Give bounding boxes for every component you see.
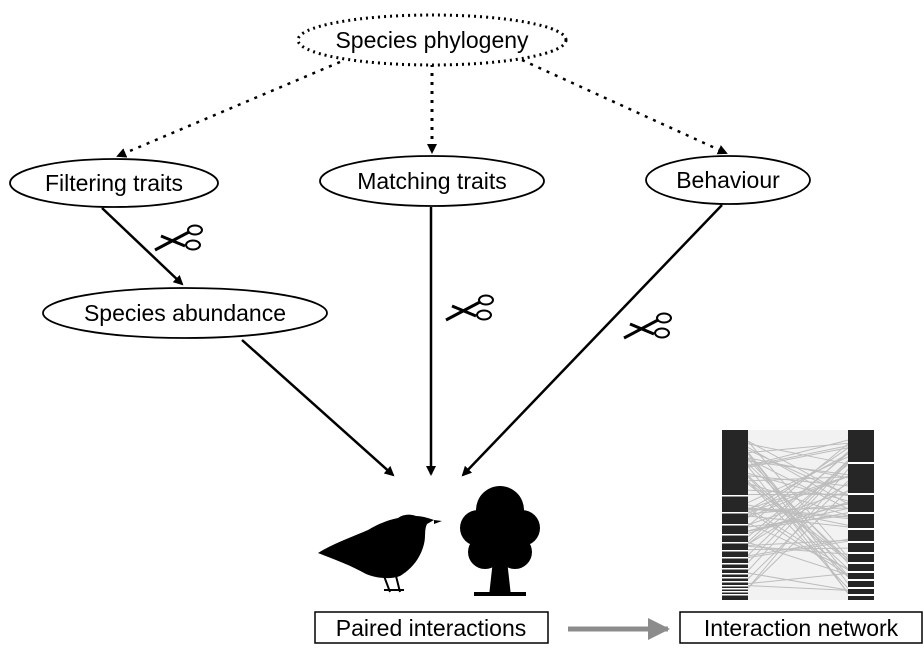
arrow-abundance-to-paired	[242, 340, 393, 475]
scissors-icon	[155, 226, 202, 251]
node-label: Species phylogeny	[335, 27, 529, 53]
network-node-gap	[848, 462, 874, 464]
network-node-gap	[722, 573, 748, 575]
network-node-gap	[722, 585, 748, 587]
node-behaviour: Behaviour	[646, 156, 810, 204]
node-filtering-traits: Filtering traits	[10, 159, 218, 207]
network-node-gap	[722, 495, 748, 497]
arrow-filtering-to-abundance	[102, 208, 182, 284]
network-node-gap	[848, 528, 874, 530]
network-node-gap	[848, 541, 874, 543]
arrow-behaviour-to-paired	[463, 205, 722, 475]
network-node-gap	[722, 557, 748, 559]
network-node-gap	[848, 552, 874, 554]
node-label: Matching traits	[357, 168, 507, 194]
network-node-gap	[722, 581, 748, 583]
scissors-icon	[446, 296, 493, 321]
network-node-gap	[848, 562, 874, 564]
network-node-gap	[722, 534, 748, 536]
box-interaction-network: Interaction network	[680, 612, 922, 643]
network-node-gap	[722, 568, 748, 570]
network-node-gap	[722, 550, 748, 552]
box-paired-interactions: Paired interactions	[315, 612, 548, 643]
node-matching-traits: Matching traits	[320, 156, 544, 206]
bipartite-network-icon	[722, 430, 874, 600]
box-label: Paired interactions	[336, 615, 527, 641]
network-node-gap	[848, 571, 874, 573]
network-node-gap	[722, 577, 748, 579]
node-label: Species abundance	[84, 300, 286, 326]
node-label: Filtering traits	[45, 170, 183, 196]
dotted-arrow-to-behaviour	[522, 60, 726, 153]
box-label: Interaction network	[704, 615, 899, 641]
bird-silhouette-icon	[318, 515, 442, 592]
network-node-gap	[722, 594, 748, 596]
network-node-gap	[848, 587, 874, 589]
network-node-gap	[848, 579, 874, 581]
network-node-gap	[722, 524, 748, 526]
scissors-icon	[624, 314, 671, 339]
network-node-gap	[722, 591, 748, 593]
tree-silhouette-icon	[460, 486, 540, 596]
node-label: Behaviour	[676, 167, 780, 193]
network-node-gap	[722, 542, 748, 544]
dotted-arrow-to-filtering	[118, 62, 340, 156]
network-node-gap	[848, 594, 874, 596]
network-node-gap	[722, 512, 748, 514]
node-species-abundance: Species abundance	[43, 288, 327, 338]
network-node-gap	[848, 493, 874, 495]
network-node-gap	[848, 512, 874, 514]
node-species-phylogeny: Species phylogeny	[298, 15, 566, 65]
network-node-gap	[722, 588, 748, 590]
network-node-gap	[722, 563, 748, 565]
